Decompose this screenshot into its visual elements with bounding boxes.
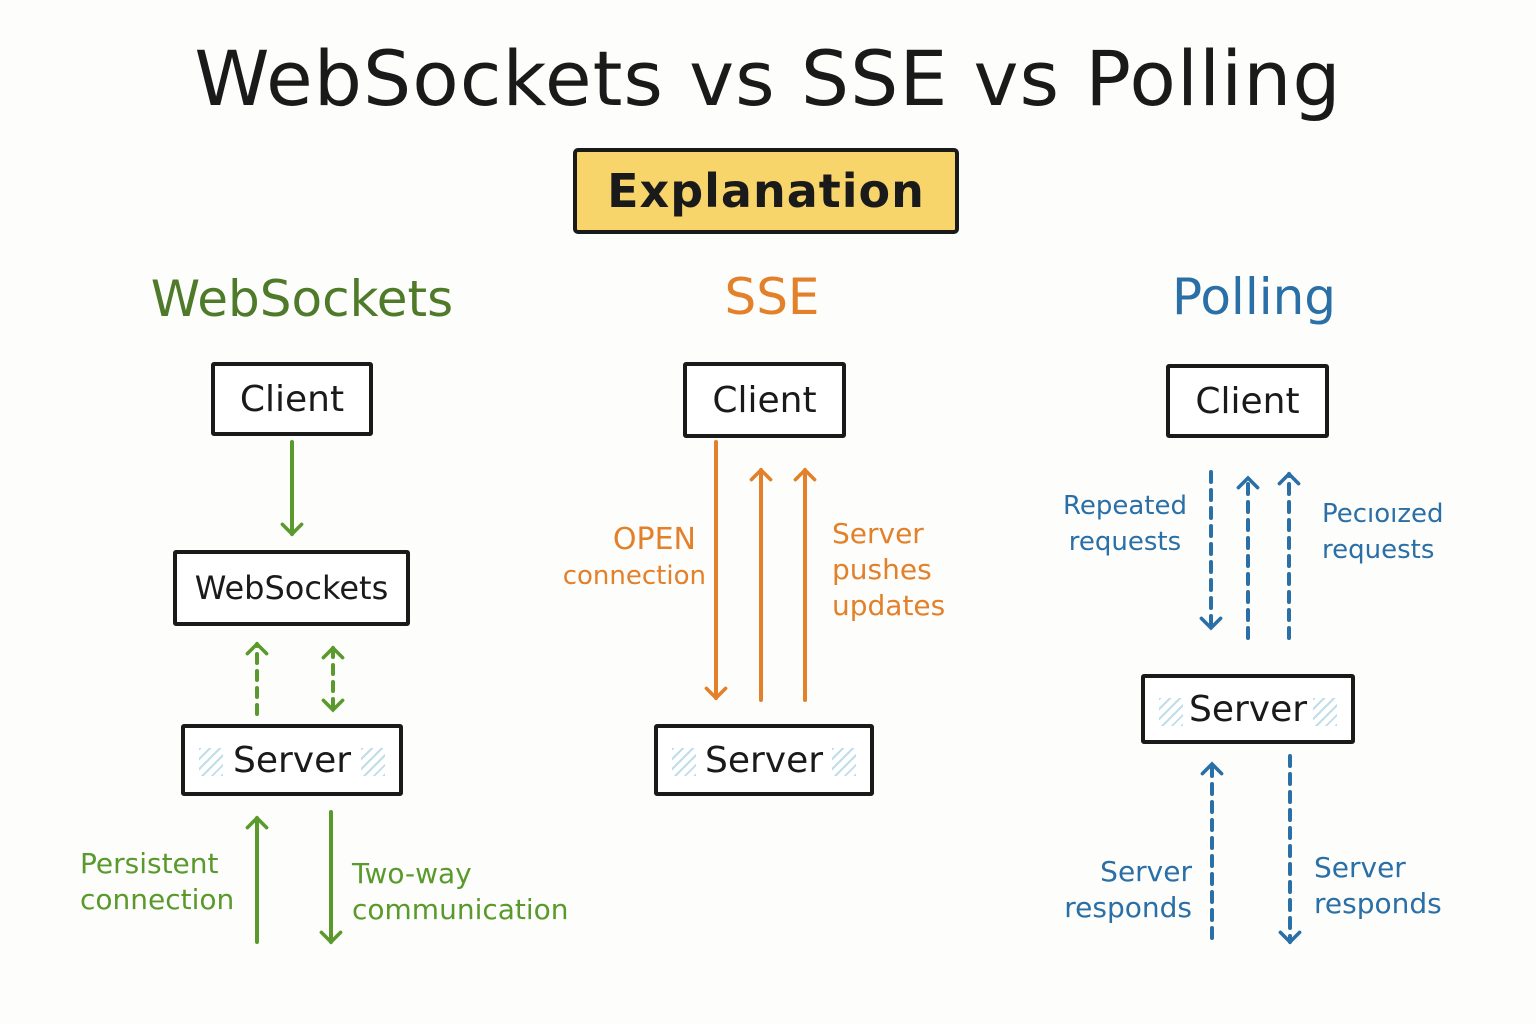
sse-push-line2: pushes [832, 553, 932, 586]
sse-push-label: Server pushes updates [832, 516, 945, 624]
ws-two-way-line2: communication [352, 893, 569, 926]
poll-responds-right-line2: responds [1314, 887, 1442, 920]
polling-heading: Polling [1171, 268, 1337, 326]
poll-periodic-line1: Pecıoızed [1322, 499, 1444, 529]
poll-server-label: Server [1188, 688, 1308, 730]
sse-client-box: Client [683, 362, 846, 438]
polling-arrows [1199, 470, 1302, 945]
sse-open-label: OPEN connection [540, 522, 706, 594]
hatch-decoration [672, 748, 696, 776]
poll-responds-left-line1: Server [1100, 855, 1192, 888]
poll-repeated-line1: Repeated [1062, 491, 1188, 521]
sse-arrows [704, 440, 817, 702]
poll-repeated-line2: requests [1068, 527, 1182, 557]
hatch-decoration [361, 748, 385, 776]
poll-client-label: Client [1195, 380, 1300, 422]
hatch-decoration [832, 748, 856, 776]
poll-responds-left-line2: responds [1064, 891, 1192, 924]
sse-server-box: Server [654, 724, 874, 796]
ws-websockets-box: WebSockets [173, 550, 410, 626]
sse-server-label: Server [704, 739, 824, 781]
poll-responds-right-label: Server responds [1314, 850, 1442, 922]
poll-repeated-label: Repeated requests [1052, 488, 1198, 560]
ws-two-way-line1: Two-way [352, 857, 472, 890]
sse-open-line1: OPEN [612, 522, 696, 557]
sse-client-label: Client [712, 379, 817, 421]
ws-persistent-line1: Persistent [80, 847, 219, 880]
ws-server-box: Server [181, 724, 403, 796]
poll-client-box: Client [1166, 364, 1329, 438]
poll-periodic-line2: requests [1322, 535, 1435, 565]
websockets-heading: WebSockets [150, 270, 454, 328]
ws-client-label: Client [239, 378, 345, 420]
ws-server-label: Server [232, 739, 352, 781]
ws-websockets-label: WebSockets [194, 569, 389, 607]
poll-responds-right-line1: Server [1314, 851, 1406, 884]
ws-two-way-label: Two-way communication [352, 856, 569, 928]
ws-persistent-line2: connection [80, 883, 235, 916]
websockets-arrows [245, 440, 345, 945]
hatch-decoration [199, 748, 223, 776]
poll-server-box: Server [1141, 674, 1355, 744]
ws-client-box: Client [211, 362, 373, 436]
page-title: WebSockets vs SSE vs Polling [194, 34, 1342, 123]
poll-responds-left-label: Server responds [1046, 854, 1192, 926]
sse-push-line1: Server [832, 517, 924, 550]
hatch-decoration [1159, 698, 1183, 726]
sse-push-line3: updates [832, 589, 946, 622]
explanation-badge: Explanation [573, 148, 959, 234]
hatch-decoration [1313, 698, 1337, 726]
sse-open-line2: connection [562, 561, 706, 591]
sse-heading: SSE [724, 268, 820, 326]
poll-periodic-label: Pecıoızed requests [1322, 496, 1444, 568]
ws-persistent-label: Persistent connection [80, 846, 234, 918]
